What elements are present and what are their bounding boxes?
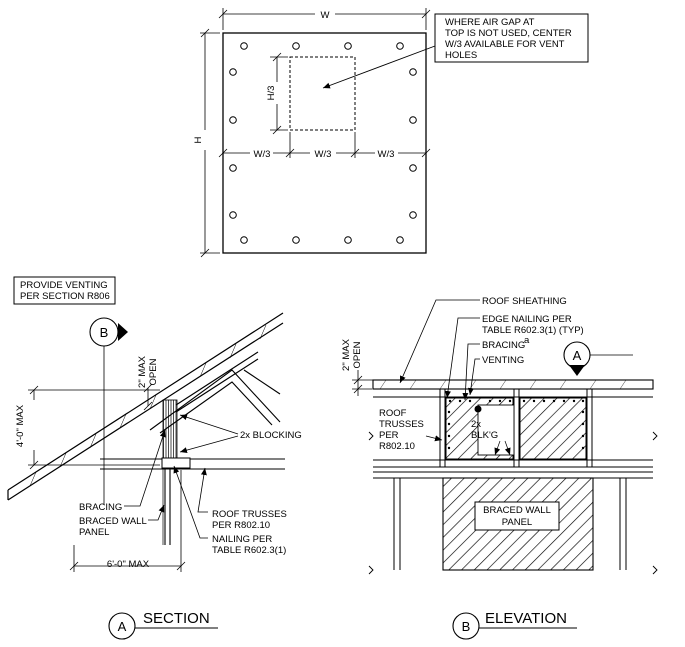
elevation-detail: BRACED WALL PANEL 2" MAX OPEN A ROOF SHE…: [341, 296, 658, 640]
elevation-trusses-line-3: PER: [379, 430, 399, 441]
elevation-venting-label: VENTING: [482, 355, 524, 366]
vent-area-dashed: [289, 56, 356, 131]
braced-wall-top-plate: [161, 457, 191, 469]
elevation-trusses-line-4: R802.10: [379, 441, 415, 452]
roof-rafter: [7, 312, 284, 501]
trusses-leader: [197, 467, 208, 513]
blocking-leader-elev-1: [494, 440, 501, 456]
dim-h3: [270, 52, 288, 135]
elevation-braced-wall-line-1: BRACED WALL: [483, 505, 551, 516]
elevation-title-text: ELEVATION: [485, 610, 567, 627]
air-gap-note-box: [434, 13, 589, 63]
blocking-upper: [162, 399, 178, 461]
blocking-leader-elev-2: [504, 440, 511, 456]
section-nailing-line-2: TABLE R602.3(1): [212, 545, 286, 556]
dim-w3-row: [218, 132, 431, 158]
panel-vent-detail: W H H/3 W/3 W/3 W/3 WHERE AIR GAP AT TOP: [193, 8, 589, 258]
elevation-gap-label-1: 2" MAX: [341, 338, 352, 371]
dim-h3-label: H/3: [266, 86, 277, 101]
roof-sheathing-leader: [399, 299, 480, 384]
air-gap-note-line-4: HOLES: [445, 50, 477, 61]
elevation-bracing-label: BRACING: [482, 340, 525, 351]
elevation-title-circle: [452, 612, 480, 640]
nailing-leader: [173, 465, 208, 539]
section-width-label: 6'-0" MAX: [107, 559, 150, 570]
blocking-leader-1: [179, 414, 239, 435]
panel-nail-holes: [229, 42, 417, 244]
wall-studs: [373, 471, 653, 570]
section-gap-dim: [143, 383, 153, 411]
elevation-break-marks: [368, 431, 658, 575]
venting-marker-dot: [474, 405, 482, 413]
vent-opening: [477, 404, 515, 456]
section-venting-note-box: [13, 276, 116, 305]
section-braced-wall-line-1: BRACED WALL: [79, 516, 147, 527]
section-braced-wall-line-2: PANEL: [79, 527, 109, 538]
elevation-edge-nailing-line-1: EDGE NAILING PER: [482, 314, 572, 325]
section-title-circle: [108, 612, 136, 640]
elevation-gap-label-2: OPEN: [352, 341, 363, 368]
dim-w3-mid-label: W/3: [315, 149, 332, 160]
elevation-gap-dim: [352, 370, 440, 396]
elevation-blocking-line-1: 2x: [471, 419, 481, 430]
section-callout-arrowhead: [118, 323, 128, 341]
air-gap-note-line-2: TOP IS NOT USED, CENTER: [445, 28, 572, 39]
section-trusses-line-2: PER R802.10: [212, 520, 270, 531]
edge-nailing-leader: [444, 317, 480, 399]
section-height-label: 4'-0" MAX: [15, 404, 26, 447]
section-height-dim: [28, 385, 160, 470]
section-gap-label-1: 2" MAX: [137, 355, 148, 388]
elevation-trusses-line-2: TRUSSES: [379, 419, 424, 430]
elevation-roof-sheathing-label: ROOF SHEATHING: [482, 296, 567, 307]
section-gap-label-2: OPEN: [148, 358, 159, 385]
air-gap-note-line-3: W/3 AVAILABLE FOR VENT: [445, 39, 565, 50]
elevation-trusses-line-1: ROOF: [379, 408, 407, 419]
section-title-text: SECTION: [143, 610, 210, 627]
elevation-braced-wall-line-2: PANEL: [502, 517, 532, 528]
section-width-dim: [69, 470, 186, 572]
elevation-callout-letter: A: [573, 348, 582, 363]
section-venting-note-line-2: PER SECTION R806: [20, 291, 110, 302]
dim-w3-right-label: W/3: [378, 149, 395, 160]
section-venting-note-line-1: PROVIDE VENTING: [20, 280, 108, 291]
dim-w-label: W: [321, 10, 330, 21]
section-detail: PROVIDE VENTING PER SECTION R806 B: [7, 276, 302, 640]
section-trusses-line-1: ROOF TRUSSES: [212, 509, 287, 520]
dim-w: [218, 8, 431, 30]
dim-w3-left-label: W/3: [254, 149, 271, 160]
air-gap-leader: [322, 45, 436, 89]
dim-h-label: H: [193, 136, 204, 143]
section-blocking-label: 2x BLOCKING: [240, 430, 302, 441]
dim-h: [200, 28, 220, 258]
blocking-panel-right: [519, 397, 587, 460]
elevation-trusses-leader: [425, 435, 443, 442]
braced-wall-label-box: [474, 501, 560, 531]
section-bracing-label: BRACING: [79, 502, 122, 513]
elevation-callout-arrowhead: [569, 365, 585, 376]
sheathing-hatch: [379, 379, 627, 390]
elevation-edge-nailing-line-2: TABLE R602.3(1) (TYP): [482, 325, 584, 336]
section-callout-letter: B: [100, 325, 109, 340]
elevation-blocking-line-2: BLK'G: [471, 430, 498, 441]
panel-outline: [222, 32, 427, 254]
bracing-leader: [124, 429, 166, 507]
section-title-letter: A: [118, 619, 127, 634]
bracing-leader-elev: [462, 343, 480, 401]
venting-leader: [467, 358, 480, 396]
edge-nailing-dots: [447, 399, 585, 450]
braced-wall-leader: [148, 504, 165, 521]
elevation-title-letter: B: [462, 619, 471, 634]
air-gap-note-line-1: WHERE AIR GAP AT: [445, 17, 535, 28]
section-nailing-line-1: NAILING PER: [212, 534, 272, 545]
blocking-leader-2: [179, 435, 239, 454]
elevation-bracing-mark: a: [524, 335, 530, 346]
